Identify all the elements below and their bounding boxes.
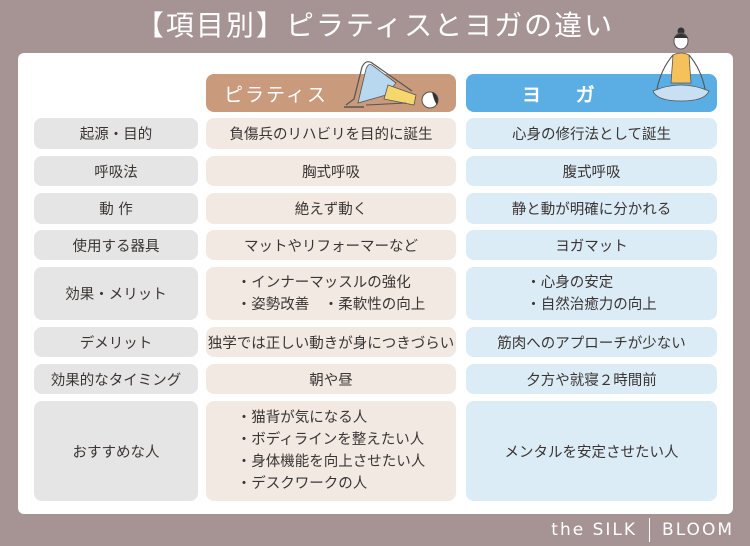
page-title: 【項目別】ピラティスとヨガの違い xyxy=(135,9,615,42)
row-label-cell: 効果的なタイミング xyxy=(34,364,198,394)
cell-line: 筋肉へのアプローチが少ない xyxy=(497,335,686,352)
comparison-table: ピラティス ヨ ガ 起源・目的 負傷兵のリハビリを目的に誕生 心身の修行法として誕生… xyxy=(18,27,733,514)
pilates-cell-lines: 朝や昼 xyxy=(309,369,353,390)
yoga-cell: ・心身の安定・自然治癒力の向上 xyxy=(466,267,717,320)
row-label-cell: 使用する器具 xyxy=(34,230,198,260)
cell-line: 腹式呼吸 xyxy=(562,164,621,181)
cell-line: 絶えず動く xyxy=(294,202,368,218)
pilates-cell-lines: ・猫背が気になる人・ボディラインを整えたい人・身体機能を向上させたい人・デスクワ… xyxy=(237,407,426,495)
pilates-cell: ・インナーマッスルの強化・姿勢改善 ・柔軟性の向上 xyxy=(206,267,456,320)
row-label-cell: 動 作 xyxy=(34,193,198,224)
row-label-text: 動 作 xyxy=(99,202,133,218)
brand-right: BLOOM xyxy=(662,520,734,540)
pilates-cell-lines: 絶えず動く xyxy=(295,198,368,219)
yoga-cell: 筋肉へのアプローチが少ない xyxy=(466,327,717,357)
cell-line: ・猫背が気になる人 xyxy=(236,410,368,426)
pilates-cell: 負傷兵のリハビリを目的に誕生 xyxy=(206,118,456,149)
pilates-column-header: ピラティス xyxy=(206,74,456,112)
yoga-lotus-pose-icon xyxy=(652,27,710,102)
row-label-cell: 呼吸法 xyxy=(34,156,198,186)
yoga-cell-lines: ヨガマット xyxy=(555,235,628,256)
row-label-cell: 効果・メリット xyxy=(34,267,198,320)
pilates-bridge-pose-icon xyxy=(344,61,439,109)
row-label-text: 使用する器具 xyxy=(72,238,160,255)
cell-line: メンタルを安定させたい人 xyxy=(504,444,679,461)
pilates-cell: 朝や昼 xyxy=(206,364,456,394)
cell-line: ・インナーマッスルの強化 xyxy=(236,274,411,291)
cell-line: 心身の修行法として誕生 xyxy=(511,127,672,143)
cell-line: 胸式呼吸 xyxy=(302,164,360,181)
row-label-text: デメリット xyxy=(79,335,153,352)
pilates-cell-lines: ・インナーマッスルの強化・姿勢改善 ・柔軟性の向上 xyxy=(237,272,426,316)
pilates-cell-lines: マットやリフォーマーなど xyxy=(244,235,418,256)
cell-line: マットやリフォーマーなど xyxy=(244,238,418,255)
row-label-text: 起源・目的 xyxy=(79,127,153,143)
brand-footer: the SILK BLOOM xyxy=(551,518,734,542)
row-label-text: おすすめな人 xyxy=(72,444,160,461)
pilates-cell: 独学では正しい動きが身につきづらい xyxy=(206,327,456,357)
cell-line: 夕方や就寝２時間前 xyxy=(526,372,657,389)
yoga-cell-lines: ・心身の安定・自然治癒力の向上 xyxy=(526,272,657,316)
brand-left: the SILK xyxy=(551,520,638,540)
cell-line: ・デスクワークの人 xyxy=(236,476,368,492)
yoga-cell-lines: 腹式呼吸 xyxy=(563,161,621,182)
cell-line: 負傷兵のリハビリを目的に誕生 xyxy=(229,127,433,143)
yoga-header-label: ヨ ガ xyxy=(522,83,609,106)
row-label-cell: 起源・目的 xyxy=(34,118,198,149)
cell-line: ・ボディラインを整えたい人 xyxy=(236,432,425,448)
pilates-cell: マットやリフォーマーなど xyxy=(206,230,456,260)
row-label-cell: デメリット xyxy=(34,327,198,357)
cell-line: ヨガマット xyxy=(555,238,628,255)
yoga-cell: 夕方や就寝２時間前 xyxy=(466,364,717,394)
yoga-cell-lines: メンタルを安定させたい人 xyxy=(505,441,679,462)
row-label-text: 呼吸法 xyxy=(94,164,138,181)
cell-line: ・身体機能を向上させたい人 xyxy=(236,454,426,470)
pilates-cell: 絶えず動く xyxy=(206,193,456,224)
pilates-cell-lines: 独学では正しい動きが身につきづらい xyxy=(208,332,455,353)
row-label-text: 効果・メリット xyxy=(65,287,167,303)
cell-line: ・姿勢改善 ・柔軟性の向上 xyxy=(236,296,426,313)
yoga-cell: メンタルを安定させたい人 xyxy=(466,401,717,501)
pilates-cell: 胸式呼吸 xyxy=(206,156,456,186)
yoga-cell: ヨガマット xyxy=(466,230,717,260)
cell-line: 独学では正しい動きが身につきづらい xyxy=(207,335,455,352)
brand-divider xyxy=(649,518,651,542)
yoga-cell: 腹式呼吸 xyxy=(466,156,717,186)
pilates-cell: ・猫背が気になる人・ボディラインを整えたい人・身体機能を向上させたい人・デスクワ… xyxy=(206,401,456,501)
pilates-header-label: ピラティス xyxy=(224,83,328,106)
cell-line: 静と動が明確に分かれる xyxy=(511,202,672,218)
cell-line: ・自然治癒力の向上 xyxy=(526,296,657,313)
row-label-text: 効果的なタイミング xyxy=(50,372,182,389)
yoga-cell: 静と動が明確に分かれる xyxy=(466,193,717,224)
pilates-cell-lines: 負傷兵のリハビリを目的に誕生 xyxy=(230,123,433,144)
yoga-cell-lines: 夕方や就寝２時間前 xyxy=(526,369,657,390)
cell-line: 朝や昼 xyxy=(309,372,353,389)
cell-line: ・心身の安定 xyxy=(526,274,614,291)
yoga-cell: 心身の修行法として誕生 xyxy=(466,118,717,149)
row-label-cell: おすすめな人 xyxy=(34,401,198,501)
yoga-cell-lines: 筋肉へのアプローチが少ない xyxy=(497,332,686,353)
yoga-cell-lines: 心身の修行法として誕生 xyxy=(512,123,671,144)
pilates-cell-lines: 胸式呼吸 xyxy=(302,161,360,182)
yoga-cell-lines: 静と動が明確に分かれる xyxy=(512,198,672,219)
